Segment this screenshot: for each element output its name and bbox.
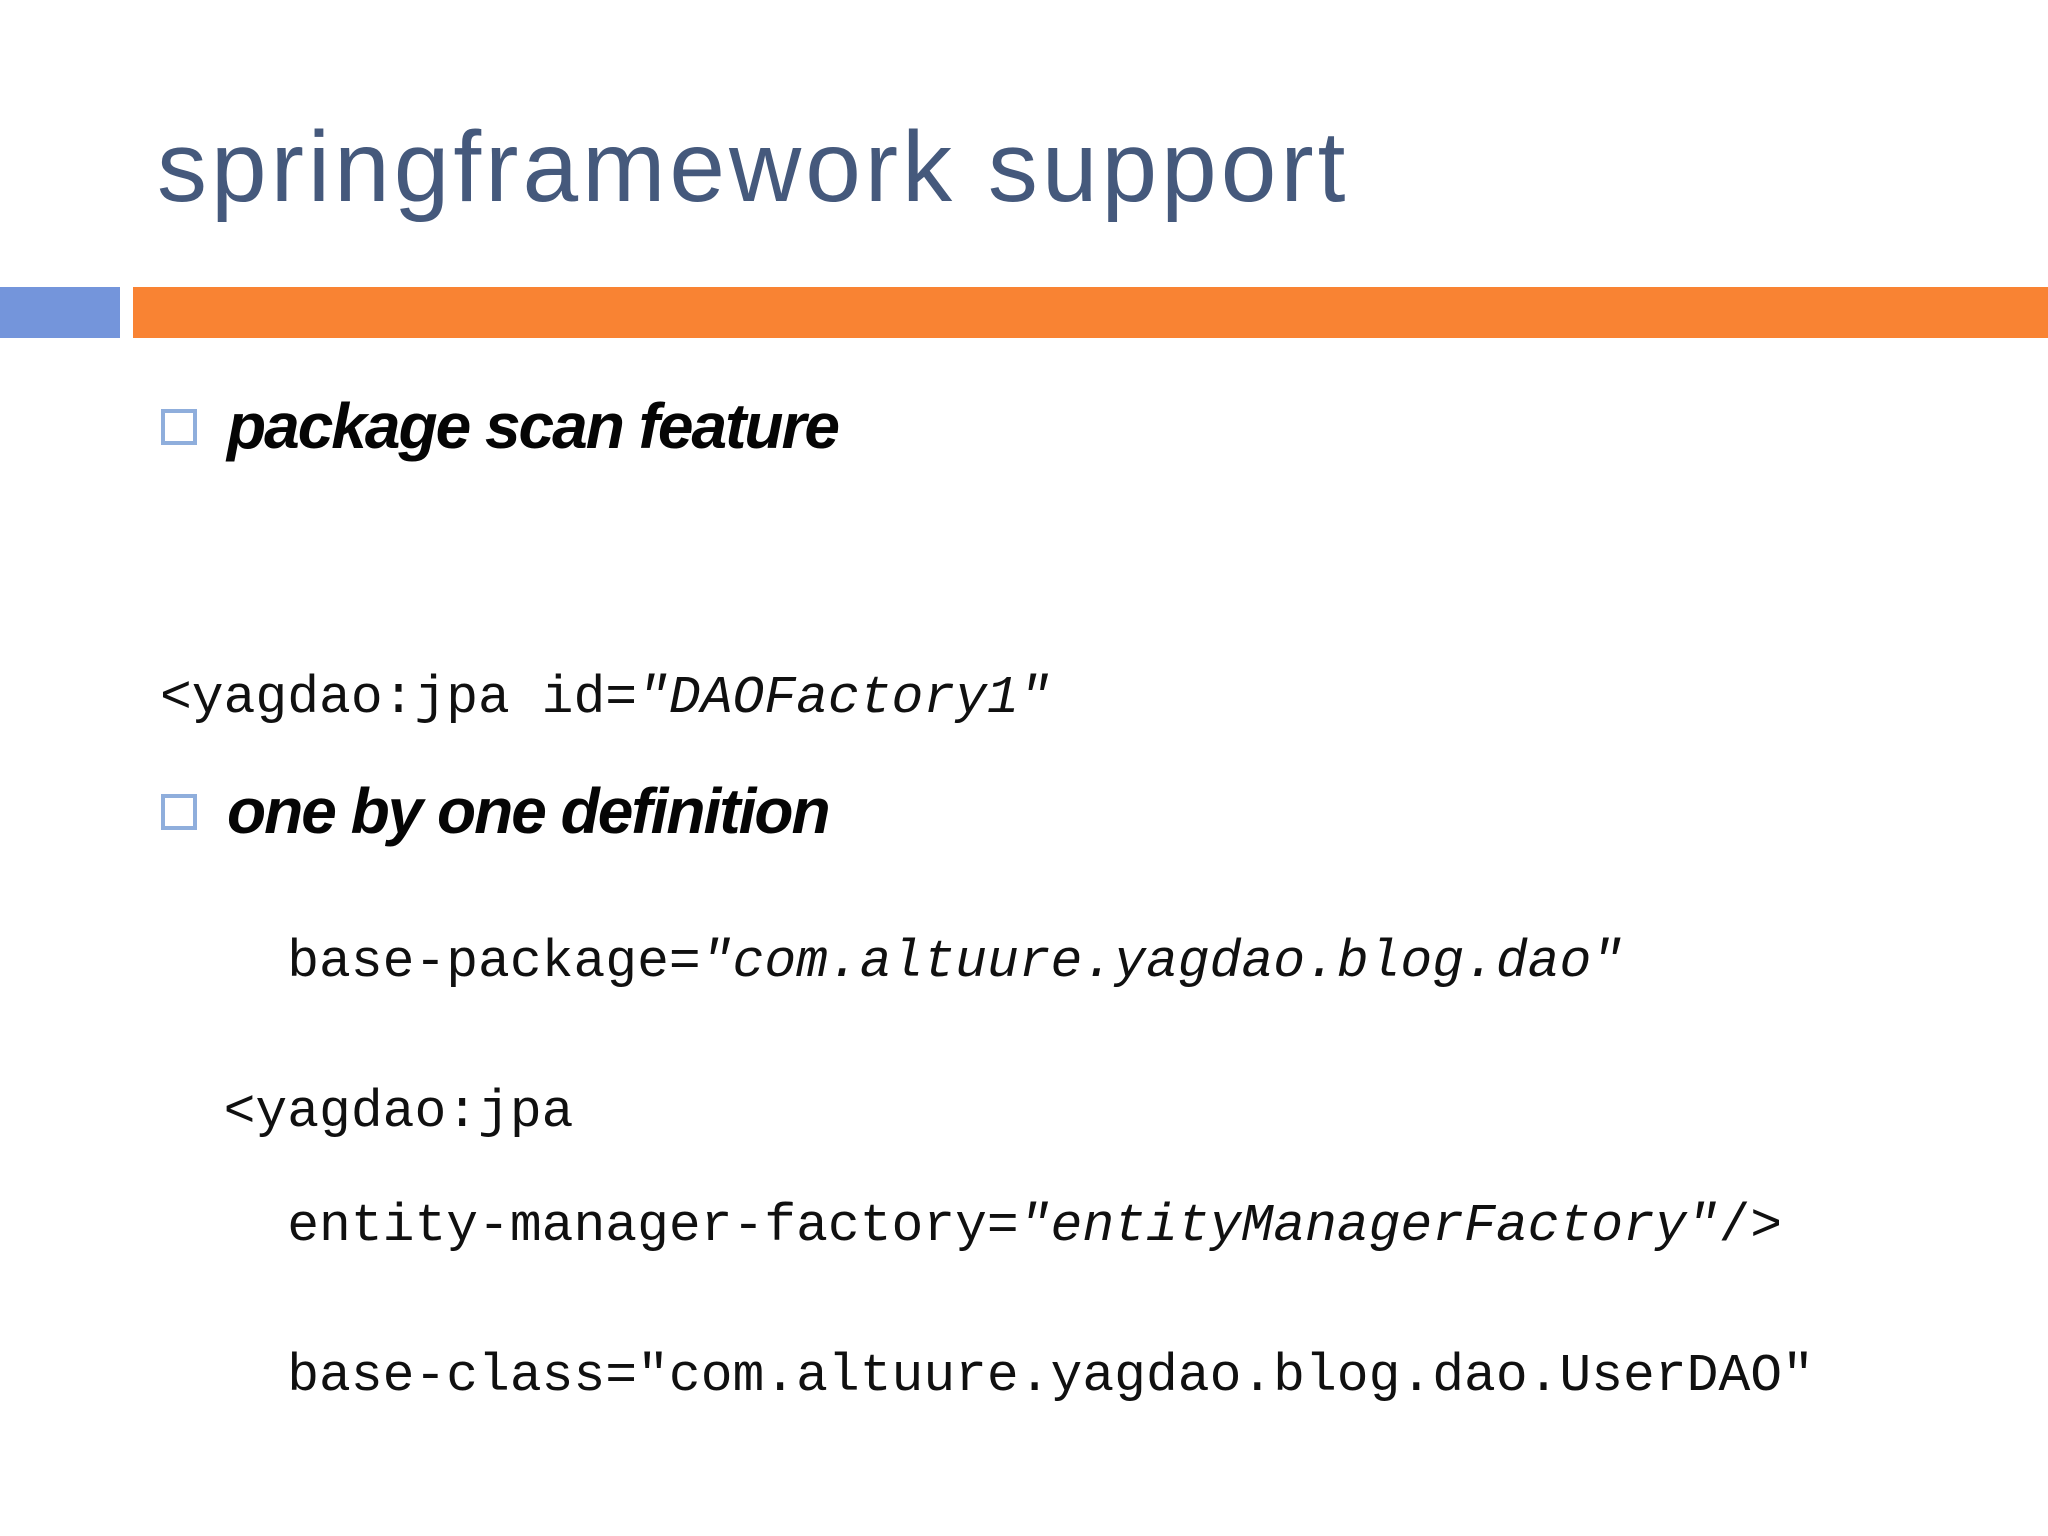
code-line: base-package="com.altuure.yagdao.blog.da… <box>160 918 1782 1006</box>
code-line: base-class="com.altuure.yagdao.blog.dao.… <box>160 1332 1814 1420</box>
code-block-one-by-one: <yagdao:jpa base-class="com.altuure.yagd… <box>160 892 1814 1536</box>
bullet-label-one-by-one: one by one definition <box>227 775 831 847</box>
code-text: /> <box>1718 1196 1783 1256</box>
code-line: entity-manager-factory="entityManagerFac… <box>160 1182 1782 1270</box>
bullet-item-package-scan: package scan feature <box>161 390 840 464</box>
code-text: <yagdao:jpa id= <box>160 668 638 728</box>
code-line: <yagdao:jpa id="DAOFactory1" <box>160 654 1782 742</box>
bullet-square-icon <box>161 793 197 830</box>
code-line: <yagdao:jpa <box>160 1068 1814 1156</box>
code-text: entity-manager-factory= <box>160 1196 1019 1256</box>
code-attr-value: "DAOFactory1" <box>637 668 1051 728</box>
code-attr-value: "entityManagerFactory" <box>1018 1196 1719 1256</box>
page-title: springframework support <box>157 111 1350 223</box>
bullet-item-one-by-one: one by one definition <box>161 775 831 849</box>
divider-bar-orange-segment <box>133 287 2048 338</box>
divider-bar-blue-segment <box>0 287 120 338</box>
code-text: base-package= <box>160 932 701 992</box>
bullet-label-package-scan: package scan feature <box>227 390 840 462</box>
code-text: <yagdao:jpa <box>160 1082 574 1142</box>
code-block-package-scan: <yagdao:jpa id="DAOFactory1" base-packag… <box>160 478 1782 1446</box>
code-text: base-class="com.altuure.yagdao.blog.dao.… <box>160 1346 1814 1406</box>
bullet-square-icon <box>161 408 197 445</box>
code-attr-value: "com.altuure.yagdao.blog.dao" <box>700 932 1624 992</box>
